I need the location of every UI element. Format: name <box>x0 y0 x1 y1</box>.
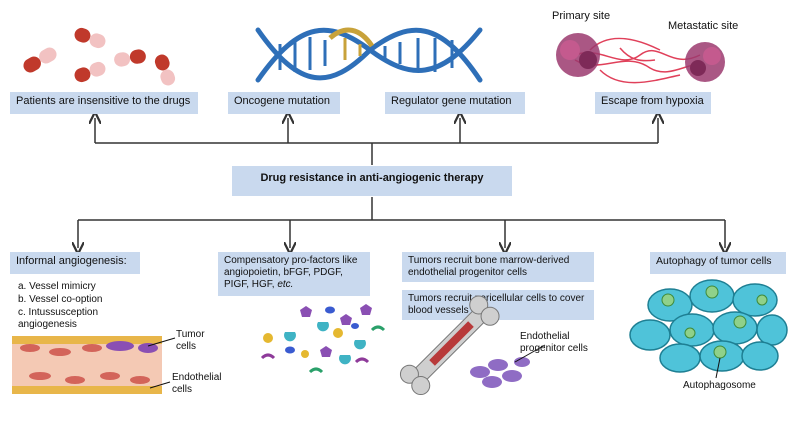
endothelial-progenitor-label: Endothelial progenitor cells <box>520 331 588 354</box>
box-bone-marrow-progenitor: Tumors recruit bone marrow-derived endot… <box>402 252 594 282</box>
list-item: c. Intussusception angiogenesis <box>18 307 99 330</box>
endothelial-cells-label: Endothelial cells <box>172 372 222 395</box>
box-compensatory-pro-factors: Compensatory pro-factors like angiopoiet… <box>218 252 370 296</box>
informal-angiogenesis-list: a. Vessel mimicry b. Vessel co-option c.… <box>18 281 168 332</box>
box-informal-angiogenesis: Informal angiogenesis: <box>10 252 140 274</box>
autophagosome-label: Autophagosome <box>683 380 756 391</box>
box-autophagy: Autophagy of tumor cells <box>650 252 786 274</box>
box-oncogene-mutation: Oncogene mutation <box>228 92 340 114</box>
box-escape-hypoxia: Escape from hypoxia <box>595 92 711 114</box>
box-regulator-gene-mutation: Regulator gene mutation <box>385 92 525 114</box>
primary-site-label: Primary site <box>552 10 611 22</box>
list-item: a. Vessel mimicry <box>18 281 96 292</box>
pro-factors-text: Compensatory pro-factors like angiopoiet… <box>224 255 358 290</box>
box-pericellular-cells: Tumors recruit pericellular cells to cov… <box>402 290 594 320</box>
box-insensitive-drugs: Patients are insensitive to the drugs <box>10 92 198 114</box>
metastatic-site-label: Metastatic site <box>668 20 739 32</box>
tumor-cells-label: Tumor cells <box>176 329 205 352</box>
list-item: b. Vessel co-option <box>18 294 103 305</box>
center-box-drug-resistance: Drug resistance in anti-angiogenic thera… <box>232 166 512 196</box>
pro-factors-etc: etc. <box>277 279 294 290</box>
